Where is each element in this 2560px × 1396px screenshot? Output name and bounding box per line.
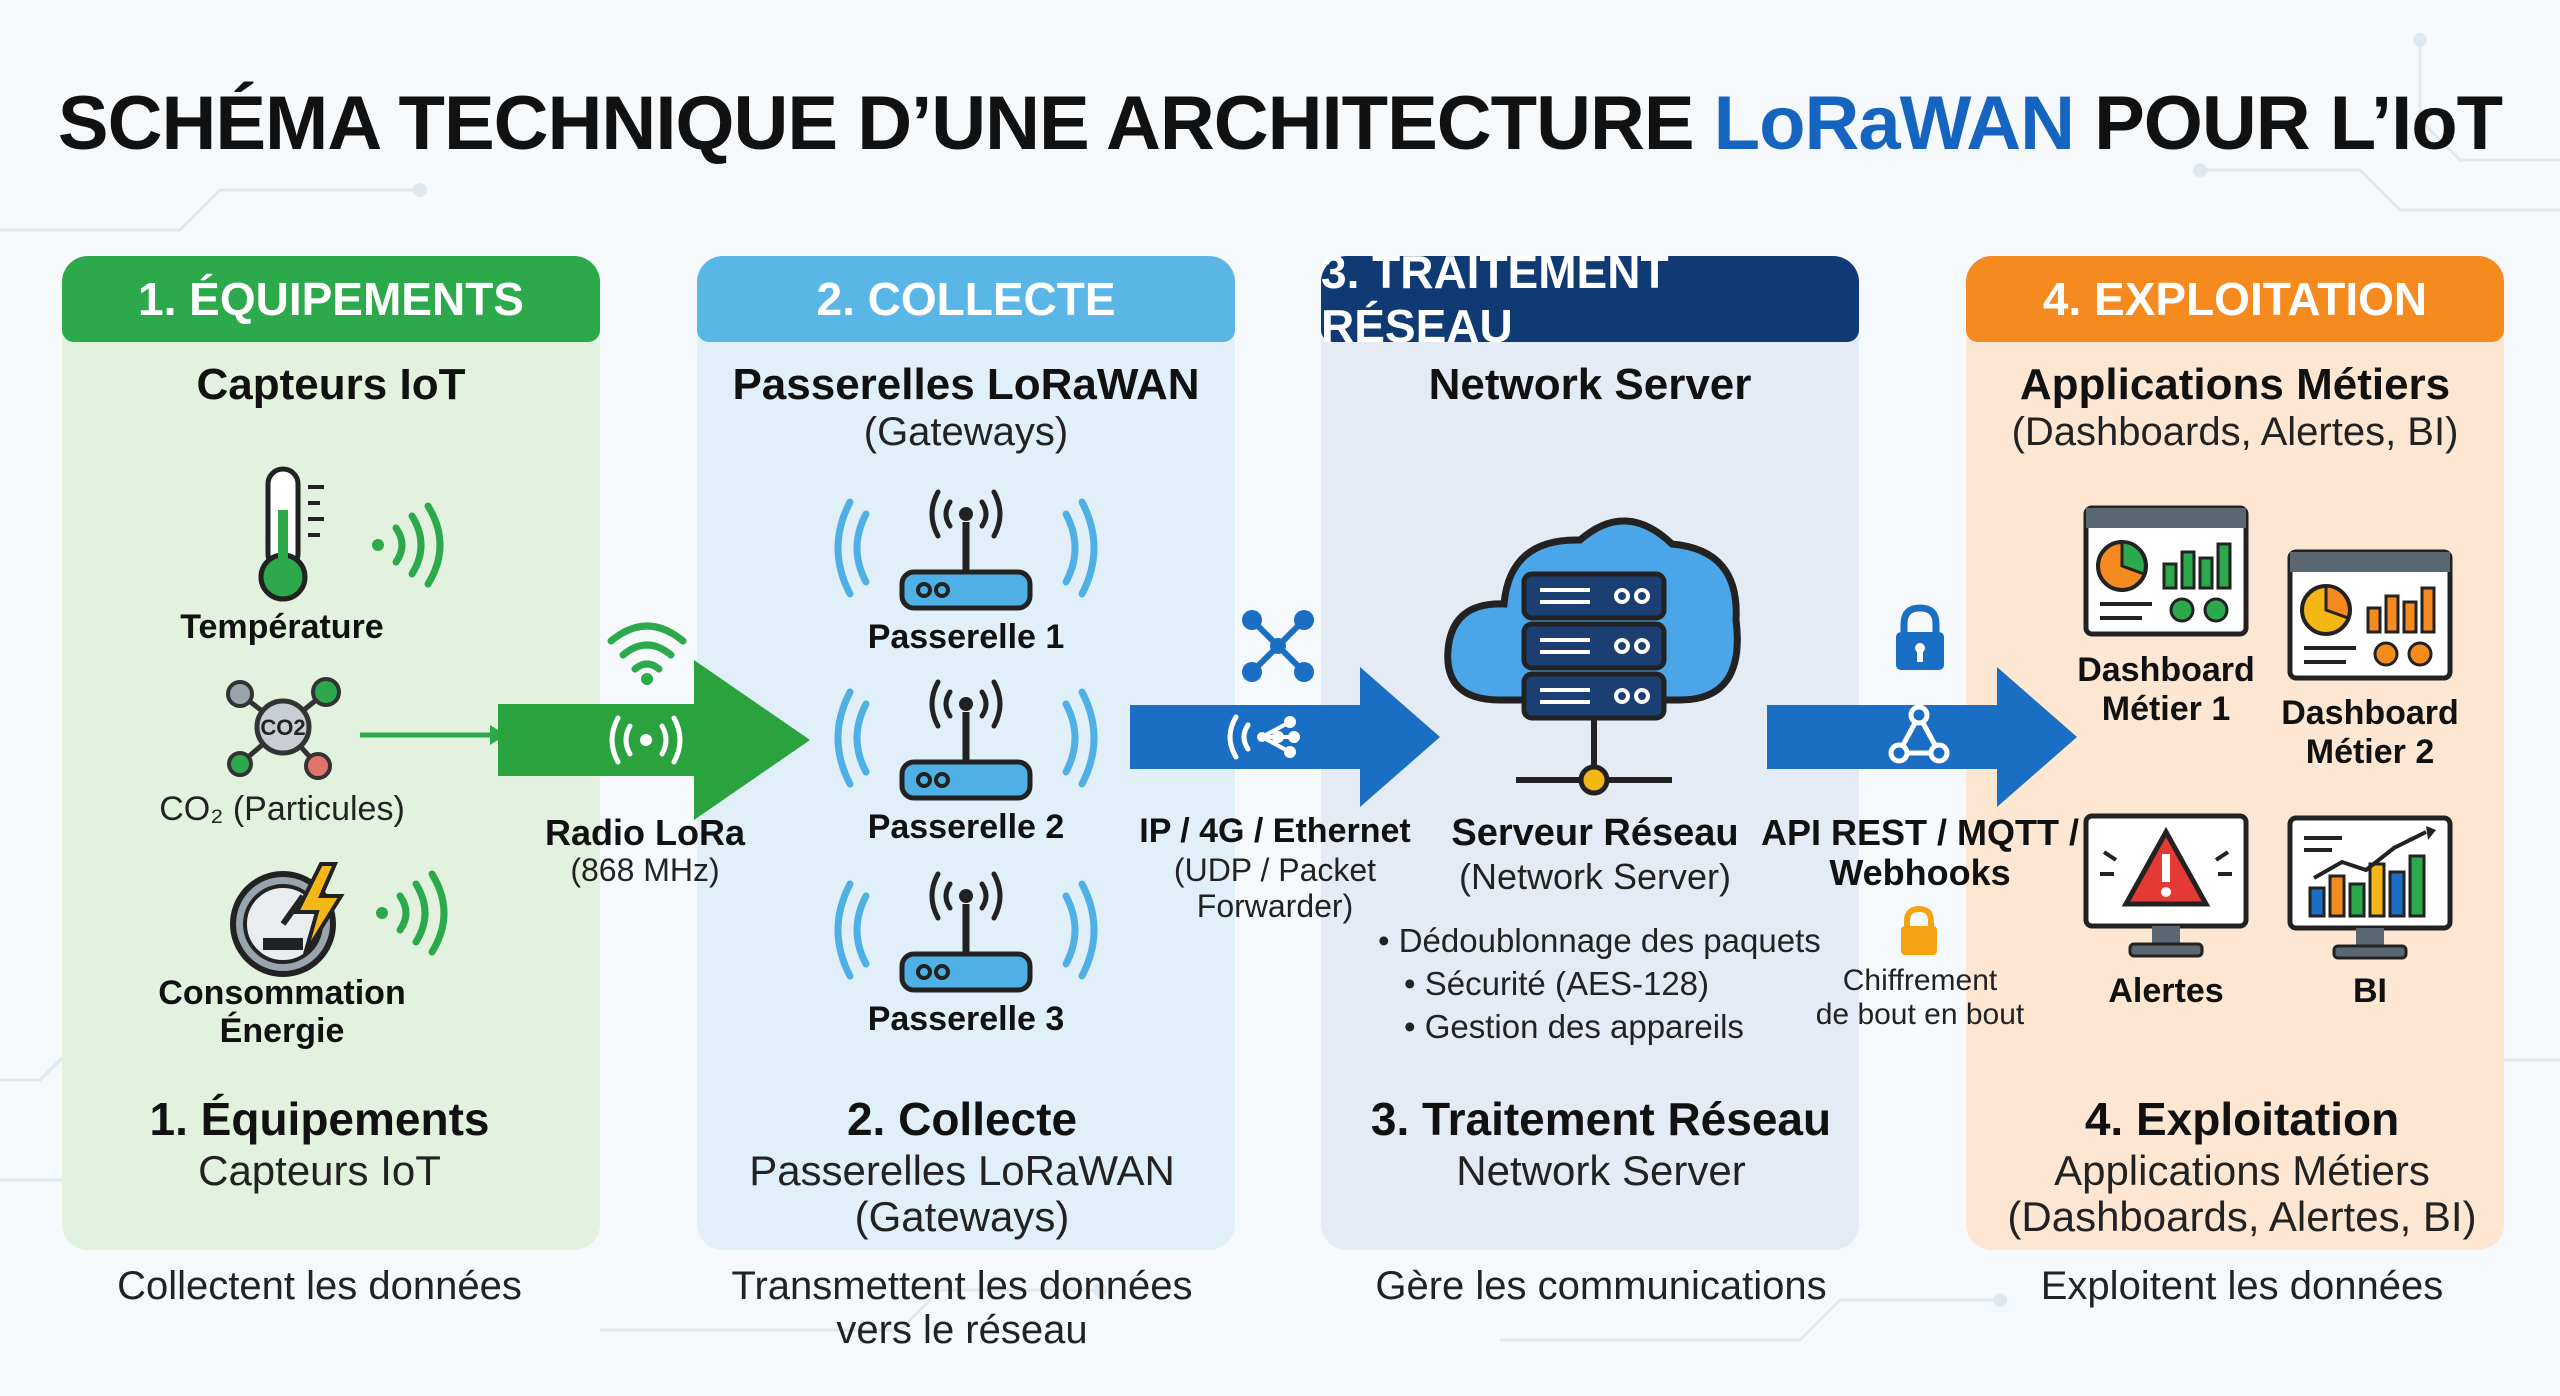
description-collecte-2: vers le réseau [836,1308,1088,1352]
energy-meter-icon [230,862,345,977]
subtitle-passerelles: Passerelles LoRaWAN [732,360,1200,409]
arrow-ip-4g-ethernet [1130,667,1440,807]
label-temperature: Température [180,608,384,646]
description-exploitation: Exploitent les données [2040,1264,2444,1308]
title-accent: LoRaWAN [1713,81,2075,166]
dashboard-2-icon [2287,549,2453,681]
label-passerelle-1: Passerelle 1 [867,618,1065,656]
title-part-1: SCHÉMA TECHNIQUE D’UNE ARCHITECTURE [57,81,1714,166]
title-part-2: POUR L’IoT [2073,81,2503,166]
label-passerelle-2: Passerelle 2 [867,808,1065,846]
lock-orange-icon [1901,906,1937,955]
label-alertes: Alertes [2108,972,2224,1010]
arrow-api [1767,667,2077,807]
dashboard-1-icon [2083,505,2249,637]
gateway-3-icon [834,871,1098,993]
server-subtitle: (Network Server) [1458,856,1732,897]
footer-title-collecte: 2. Collecte [846,1093,1078,1145]
header-traitement: 3. TRAITEMENT RÉSEAU [1321,246,1859,352]
label-dashboard-1: Dashboard [2077,651,2255,689]
page-title: SCHÉMA TECHNIQUE D’UNE ARCHITECTURE LoRa… [0,80,2560,167]
footer-sub-equipements: Capteurs IoT [198,1147,441,1194]
label-metier-1: Métier 1 [2101,690,2231,728]
label-co2: CO₂ (Particules) [159,790,405,828]
footer-sub2-exploitation: (Dashboards, Alertes, BI) [2007,1193,2477,1240]
footer-title-traitement: 3. Traitement Réseau [1370,1093,1832,1145]
link-ip-detail-1: (UDP / Packet [1173,852,1377,888]
subtitle-capteurs: Capteurs IoT [196,360,466,409]
label-energie: Énergie [219,1012,345,1050]
footer-sub-exploitation: Applications Métiers [2054,1147,2430,1194]
description-collecte-1: Transmettent les données [731,1264,1193,1308]
gateway-1-icon [834,489,1098,611]
alert-monitor-icon [2083,813,2249,958]
footer-title-equipements: 1. Équipements [149,1093,490,1145]
signal-waves-icon [372,502,444,588]
arrow-radio-lora [498,660,810,820]
link-api-detail-2: de bout en bout [1815,998,2025,1031]
description-traitement: Gère les communications [1375,1264,1827,1308]
lock-icon [1896,604,1944,670]
link-radio-lora-label: Radio LoRa [544,812,745,853]
link-ip-detail-2: Forwarder) [1196,888,1354,924]
gateway-2-icon [834,679,1098,801]
bi-monitor-icon [2287,815,2453,960]
co2-molecule-icon: CO2 [226,677,341,780]
bullet-securite: • Sécurité (AES-128) [1404,965,1710,1002]
header-exploitation: 4. EXPLOITATION [1966,256,2504,342]
wifi-icon [607,622,687,685]
description-equipements: Collectent les données [117,1264,522,1308]
cloud-server-icon [1444,517,1741,796]
header-collecte: 2. COLLECTE [697,256,1235,342]
server-title: Serveur Réseau [1451,812,1739,854]
bullet-gestion: • Gestion des appareils [1404,1008,1744,1045]
svg-text:CO2: CO2 [260,715,305,740]
footer-sub2-collecte: (Gateways) [854,1193,1070,1240]
link-ip-label: IP / 4G / Ethernet [1139,812,1411,850]
signal-waves-icon [376,870,448,956]
subtitle-applications: Applications Métiers [2019,360,2451,409]
subtitle-gateways: (Gateways) [863,410,1069,454]
label-bi: BI [2353,972,2387,1010]
link-api-label: API REST / MQTT / [1760,812,2079,853]
header-equipements: 1. ÉQUIPEMENTS [62,256,600,342]
arrow-to-radio [360,725,506,745]
label-passerelle-3: Passerelle 3 [867,1000,1065,1038]
subtitle-applications-2: (Dashboards, Alertes, BI) [2011,410,2459,454]
subtitle-network-server: Network Server [1428,360,1752,409]
link-api-detail-1: Chiffrement [1842,964,1998,997]
label-consommation: Consommation [158,974,406,1012]
link-api-label-2: Webhooks [1829,852,2011,893]
footer-sub-collecte: Passerelles LoRaWAN [749,1147,1175,1194]
footer-sub-traitement: Network Server [1456,1147,1746,1194]
bullet-dedoublonnage: • Dédoublonnage des paquets [1378,922,1821,959]
link-radio-lora-detail: (868 MHz) [570,852,720,888]
label-dashboard-2: Dashboard [2281,694,2459,732]
network-nodes-icon [1242,610,1314,682]
footer-title-exploitation: 4. Exploitation [2084,1093,2400,1145]
thermometer-icon [258,466,324,602]
label-metier-2: Métier 2 [2305,733,2435,771]
